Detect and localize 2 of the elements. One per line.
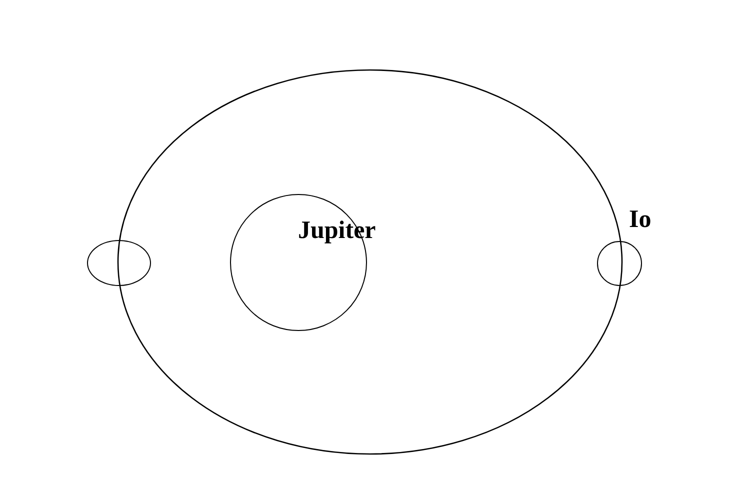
- moon-ellipse: [87, 240, 151, 286]
- moon-label: Io: [629, 207, 652, 232]
